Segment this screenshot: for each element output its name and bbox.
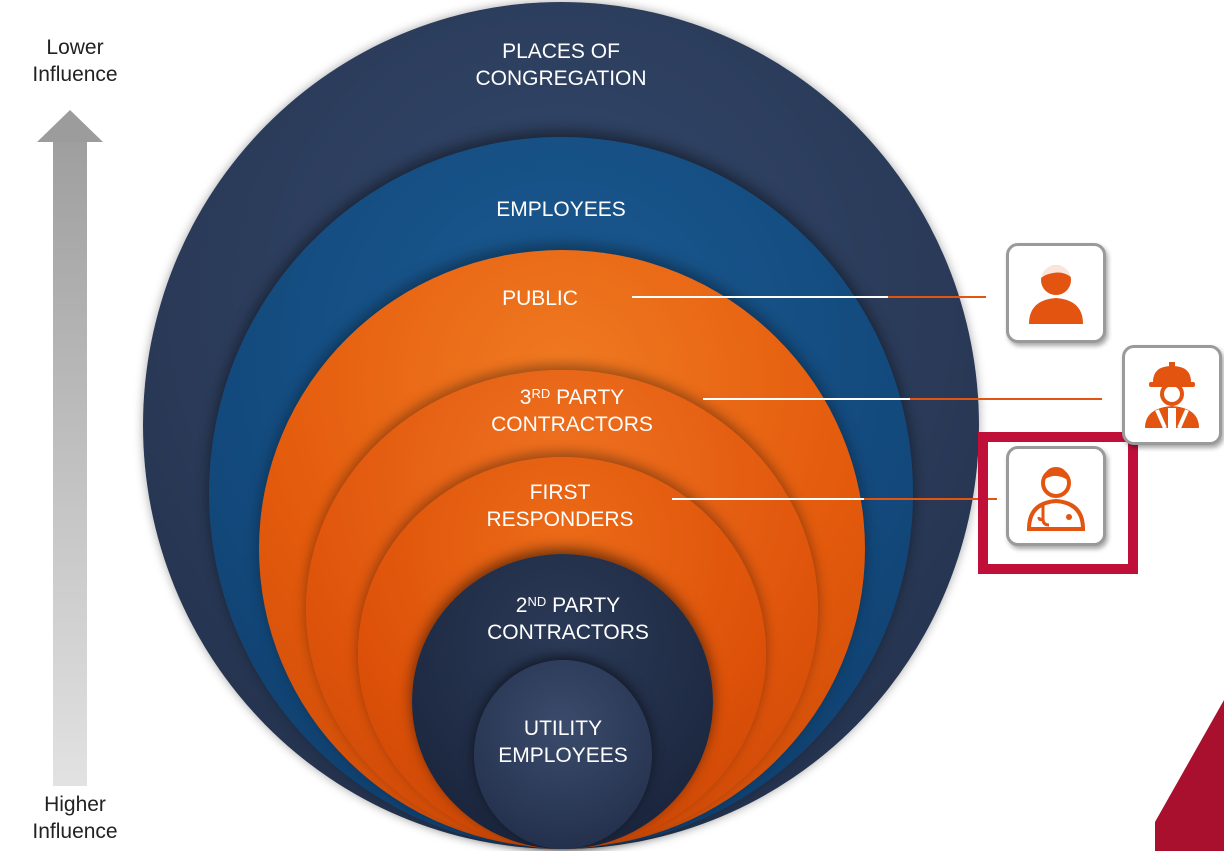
doctor-icon [1026,467,1086,531]
label-second-party-contractors: 2ND PARTY CONTRACTORS [418,592,718,646]
connector-public-orange [888,296,986,298]
connector-third-party-orange [910,398,1102,400]
lower-influence-label: Lower Influence [0,34,150,88]
first-responders-highlight [978,432,1138,574]
corner-accent-shape [1155,700,1224,851]
construction-worker-icon [1145,362,1199,429]
contractor-icon-card [1122,345,1222,445]
higher-influence-label: Higher Influence [0,791,150,845]
arrow-up-icon [37,110,103,142]
third-party-line2: CONTRACTORS [491,413,653,436]
label-utility-employees: UTILITY EMPLOYEES [498,717,628,767]
connector-first-responders-orange [864,498,997,500]
ring-utility-employees [474,660,652,849]
third-party-num: 3 [519,386,532,409]
second-party-sup: ND [527,594,547,609]
influence-arrow-shaft [53,142,87,786]
connector-public-white [632,296,888,298]
label-first-responders: FIRST RESPONDERS [486,481,634,531]
label-public: PUBLIC [502,287,578,310]
first-responder-icon-card [1006,446,1106,546]
second-party-num: 2 [515,594,528,617]
person-icon [1029,265,1083,324]
higher-influence-text: Higher Influence [32,793,118,843]
label-third-party-contractors: 3RD PARTY CONTRACTORS [422,384,722,438]
third-party-line1: PARTY [550,386,625,409]
public-icon-card [1006,243,1106,343]
lower-influence-text: Lower Influence [32,36,118,86]
third-party-sup: RD [531,386,551,401]
label-places-of-congregation: PLACES OF CONGREGATION [475,40,647,90]
label-employees: EMPLOYEES [496,198,626,221]
second-party-line1: PARTY [546,594,621,617]
connector-third-party-white [703,398,910,400]
second-party-line2: CONTRACTORS [487,621,649,644]
connector-first-responders-white [672,498,864,500]
